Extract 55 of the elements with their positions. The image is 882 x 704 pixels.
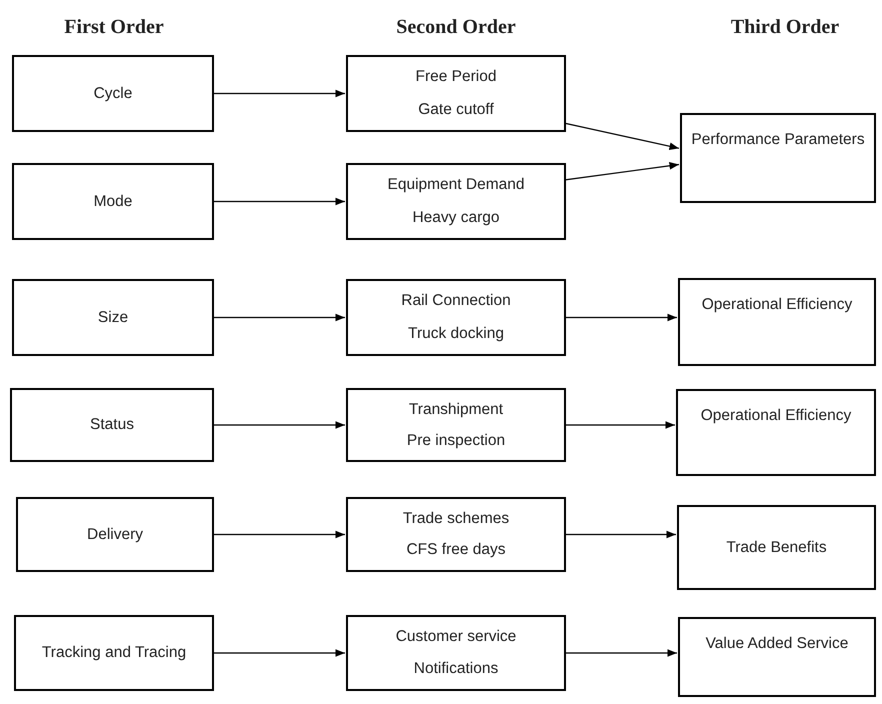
box-text: Equipment Demand [388,175,524,196]
process-box [12,163,214,240]
box-text: Tracking and Tracing [42,643,186,663]
process-box [677,505,876,590]
arrow [566,421,675,429]
box-text: Value Added Service [706,634,848,654]
process-box [346,55,566,132]
process-box [346,615,566,691]
process-box [16,497,214,572]
arrow [566,649,677,657]
process-box [12,279,214,356]
process-box [346,279,566,356]
process-box [12,55,214,132]
process-box [676,389,876,476]
box-text: Pre inspection [406,430,506,450]
box-text: Size [98,308,128,328]
box-text: Transhipment [408,400,504,420]
box-text: Operational Efficiency [702,295,852,315]
arrow [214,530,345,538]
process-box [346,163,566,240]
box-text: Customer service [396,627,516,647]
box-text: Trade Benefits [726,538,827,558]
box-text: Heavy cargo [412,208,500,228]
arrow [214,198,345,206]
arrow [214,314,345,322]
process-box [678,617,876,697]
arrow [214,421,345,429]
arrow [566,314,677,322]
box-text: Rail Connection [401,291,511,312]
box-text: Truck docking [408,324,504,344]
process-box [680,113,876,203]
box-text: Status [90,415,134,435]
box-text: Notifications [414,659,498,679]
box-text: Delivery [87,524,143,544]
column-heading: Second Order [396,15,516,40]
box-text: Mode [94,192,132,212]
process-box [678,278,876,366]
box-text: Operational Efficiency [700,406,852,426]
box-text: Cycle [94,84,132,104]
arrow [566,122,680,150]
box-text: Trade schemes [402,508,510,529]
process-box [14,615,214,691]
box-text: Performance Parameters [691,130,865,150]
column-heading: First Order [64,15,164,40]
box-text: CFS free days [406,540,506,560]
arrow [566,162,680,180]
arrow [214,649,345,657]
column-heading: Third Order [730,15,840,40]
box-text: Free Period [416,67,496,88]
arrow [566,530,676,538]
arrow [214,90,345,98]
process-box [346,497,566,572]
process-box [346,388,566,462]
box-text: Gate cutoff [418,100,494,120]
process-box [10,388,214,462]
